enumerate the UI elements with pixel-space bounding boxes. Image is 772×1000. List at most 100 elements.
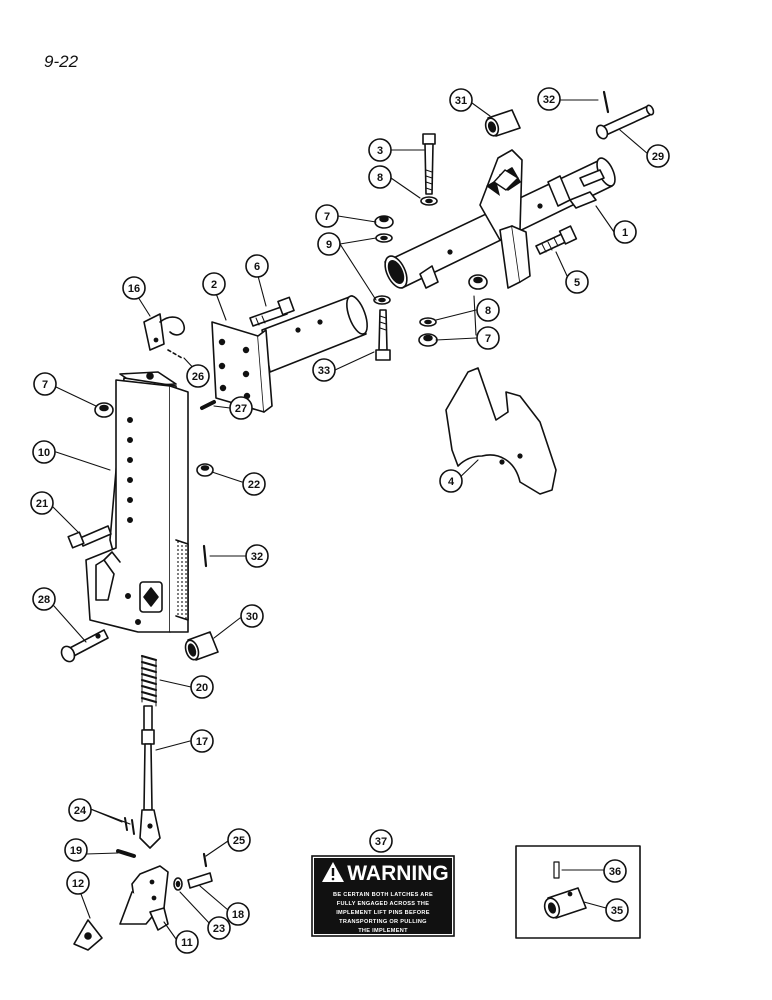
part-33-bolt bbox=[375, 309, 391, 361]
svg-text:37: 37 bbox=[375, 836, 387, 848]
callout-20: 20 bbox=[190, 675, 214, 699]
callout-3: 3 bbox=[368, 138, 392, 162]
svg-text:5: 5 bbox=[574, 277, 580, 289]
callout-12: 12 bbox=[66, 871, 90, 895]
warning-line-5: THE IMPLEMENT bbox=[358, 928, 408, 934]
svg-text:19: 19 bbox=[70, 845, 82, 857]
callout-2: 2 bbox=[202, 272, 226, 296]
part-11-latch bbox=[119, 865, 169, 931]
part-7-nut-d bbox=[94, 402, 114, 418]
svg-text:8: 8 bbox=[485, 305, 491, 317]
callout-4: 4 bbox=[439, 469, 463, 493]
part-32-cotter-pin-a bbox=[602, 90, 610, 114]
callout-24: 24 bbox=[68, 798, 92, 822]
svg-text:2: 2 bbox=[211, 279, 217, 291]
part-35-collar bbox=[543, 887, 587, 919]
svg-text:33: 33 bbox=[318, 365, 330, 377]
callout-5: 5 bbox=[565, 270, 589, 294]
callout-35: 35 bbox=[605, 898, 629, 922]
callout-30: 30 bbox=[240, 604, 264, 628]
callout-7-b: 7 bbox=[476, 326, 500, 350]
svg-text:18: 18 bbox=[232, 909, 244, 921]
svg-text:32: 32 bbox=[543, 94, 555, 106]
callout-29: 29 bbox=[646, 144, 670, 168]
svg-text:11: 11 bbox=[181, 937, 193, 949]
part-31-bushing bbox=[484, 109, 521, 137]
callout-17: 17 bbox=[190, 729, 214, 753]
part-16-latch-lever bbox=[143, 313, 186, 351]
part-4-latch-plate bbox=[445, 367, 557, 495]
svg-text:30: 30 bbox=[246, 611, 258, 623]
svg-text:7: 7 bbox=[42, 379, 48, 391]
callout-26: 26 bbox=[186, 364, 210, 388]
part-23-washer bbox=[173, 877, 183, 891]
callout-6: 6 bbox=[245, 254, 269, 278]
svg-text:8: 8 bbox=[377, 172, 383, 184]
svg-text:27: 27 bbox=[235, 403, 247, 415]
callout-36: 36 bbox=[603, 859, 627, 883]
svg-text:28: 28 bbox=[38, 594, 50, 606]
callout-8-a: 8 bbox=[368, 165, 392, 189]
part-18-pin bbox=[187, 872, 213, 889]
callout-23: 23 bbox=[207, 916, 231, 940]
part-29-pin bbox=[595, 104, 655, 140]
callout-7-c: 7 bbox=[33, 372, 57, 396]
part-19-pin bbox=[116, 849, 136, 858]
callout-16: 16 bbox=[122, 276, 146, 300]
callout-1: 1 bbox=[613, 220, 637, 244]
svg-text:7: 7 bbox=[324, 211, 330, 223]
svg-text:20: 20 bbox=[196, 682, 208, 694]
part-36-pin bbox=[553, 861, 560, 879]
callout-21: 21 bbox=[30, 491, 54, 515]
svg-text:12: 12 bbox=[72, 878, 84, 890]
svg-text:29: 29 bbox=[652, 151, 664, 163]
svg-text:1: 1 bbox=[622, 227, 628, 239]
page-number: 9-22 bbox=[44, 52, 79, 71]
part-5-bolt bbox=[535, 225, 578, 255]
callout-10: 10 bbox=[32, 440, 56, 464]
part-7-nut-c bbox=[468, 274, 488, 290]
callout-31: 31 bbox=[449, 88, 473, 112]
callout-19: 19 bbox=[64, 838, 88, 862]
leader-lines bbox=[49, 99, 649, 940]
callout-25: 25 bbox=[227, 828, 251, 852]
svg-text:22: 22 bbox=[248, 479, 260, 491]
svg-text:26: 26 bbox=[192, 371, 204, 383]
part-28-pin bbox=[60, 629, 109, 663]
callout-8-b: 8 bbox=[476, 298, 500, 322]
svg-text:4: 4 bbox=[448, 476, 455, 488]
svg-text:3: 3 bbox=[377, 145, 383, 157]
part-6-bolt bbox=[249, 296, 295, 327]
svg-text:17: 17 bbox=[196, 736, 208, 748]
part-17-rod bbox=[139, 705, 161, 849]
part-1-cross-tube bbox=[384, 149, 616, 289]
callout-list: 1 2 3 4 5 6 7 7 7 8 8 9 10 11 12 16 17 1… bbox=[30, 87, 670, 954]
warning-line-2: FULLY ENGAGED ACROSS THE bbox=[337, 901, 429, 907]
callout-9: 9 bbox=[317, 232, 341, 256]
part-32-cotter-pin-b bbox=[202, 544, 208, 568]
svg-text:36: 36 bbox=[609, 866, 621, 878]
svg-text:9: 9 bbox=[326, 239, 332, 251]
part-21-bolt bbox=[67, 525, 112, 549]
callout-11: 11 bbox=[175, 930, 199, 954]
part-3-bolt bbox=[422, 133, 436, 195]
svg-text:23: 23 bbox=[213, 923, 225, 935]
callout-18: 18 bbox=[226, 902, 250, 926]
svg-text:25: 25 bbox=[233, 835, 245, 847]
part-8-washer-a bbox=[420, 196, 438, 206]
svg-text:31: 31 bbox=[455, 95, 467, 107]
part-7-nut-b bbox=[418, 333, 438, 347]
part-10-latch-upright bbox=[85, 371, 189, 633]
svg-text:32: 32 bbox=[251, 551, 263, 563]
callout-22: 22 bbox=[242, 472, 266, 496]
part-9-washer-a bbox=[375, 233, 393, 243]
svg-text:21: 21 bbox=[36, 498, 48, 510]
part-7-nut-a bbox=[374, 215, 394, 229]
part-12-plate bbox=[73, 919, 103, 951]
part-8-washer-b bbox=[419, 317, 437, 327]
callout-37: 37 bbox=[369, 829, 393, 853]
warning-line-1: BE CERTAIN BOTH LATCHES ARE bbox=[333, 892, 433, 898]
svg-text:6: 6 bbox=[254, 261, 260, 273]
callout-32-a: 32 bbox=[537, 87, 561, 111]
